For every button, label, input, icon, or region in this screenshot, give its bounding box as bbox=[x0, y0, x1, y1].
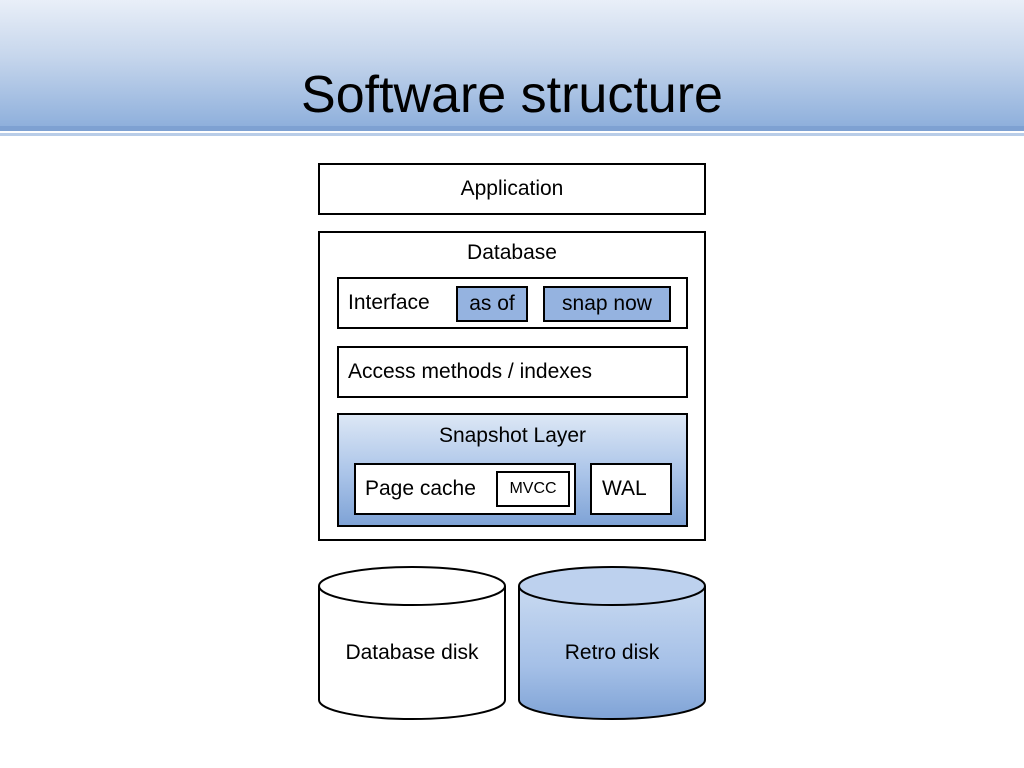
wal-box: WAL bbox=[590, 463, 672, 515]
retro-disk-cylinder bbox=[518, 566, 706, 720]
access-methods-label: Access methods / indexes bbox=[348, 360, 592, 383]
database-label: Database bbox=[467, 241, 557, 264]
retro-disk-label: Retro disk bbox=[564, 641, 660, 664]
title-band bbox=[0, 0, 1024, 126]
mvcc-box: MVCC bbox=[496, 471, 570, 507]
database-disk-top bbox=[318, 566, 506, 606]
database-box: Database Interface as of snap now Access… bbox=[318, 231, 706, 541]
mvcc-label: MVCC bbox=[509, 480, 557, 497]
page-cache-box: Page cache MVCC bbox=[354, 463, 576, 515]
access-methods-box: Access methods / indexes bbox=[337, 346, 688, 398]
interface-box: Interface as of snap now bbox=[337, 277, 688, 329]
as-of-box: as of bbox=[456, 286, 528, 322]
database-disk-label: Database disk bbox=[345, 641, 479, 664]
page-cache-label: Page cache bbox=[365, 477, 476, 500]
retro-disk-top bbox=[518, 566, 706, 606]
as-of-label: as of bbox=[469, 292, 515, 315]
application-label: Application bbox=[460, 177, 564, 200]
database-disk-body bbox=[318, 586, 506, 720]
snapshot-layer-box: Snapshot Layer Page cache MVCC WAL bbox=[337, 413, 688, 527]
snap-now-box: snap now bbox=[543, 286, 671, 322]
application-box: Application bbox=[318, 163, 706, 215]
snapshot-layer-label: Snapshot Layer bbox=[438, 424, 587, 447]
interface-label: Interface bbox=[348, 291, 430, 314]
wal-label: WAL bbox=[602, 477, 647, 500]
title-divider-light bbox=[0, 133, 1024, 136]
retro-disk-body bbox=[518, 586, 706, 720]
snap-now-label: snap now bbox=[562, 292, 652, 315]
database-disk-cylinder bbox=[318, 566, 506, 720]
title-divider bbox=[0, 126, 1024, 131]
slide-title: Software structure bbox=[301, 66, 723, 124]
